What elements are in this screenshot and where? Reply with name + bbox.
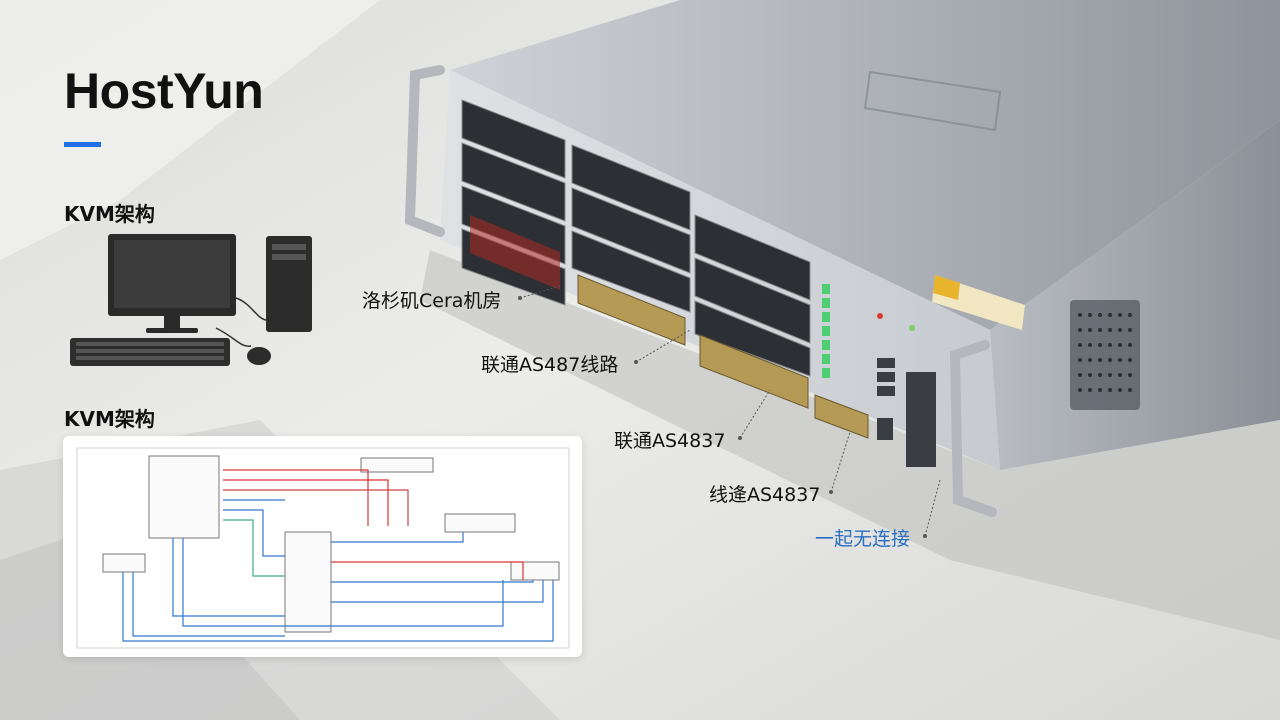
kvm-wiring-diagram	[63, 436, 582, 657]
callout-connection: 一起无连接	[815, 528, 911, 550]
callout-datacenter: 洛杉矶Cera机房	[362, 290, 502, 312]
callout-unicom-as4837: 联通AS4837	[614, 430, 726, 452]
section-label-kvm-2: KVM架构	[64, 407, 155, 431]
desktop-computer-illustration	[70, 234, 312, 366]
brand-title: HostYun	[64, 63, 264, 119]
callout-line-as4837: 线逄AS4837	[709, 484, 821, 506]
callout-unicom-as487: 联通AS487线路	[481, 354, 619, 376]
section-label-kvm-1: KVM架构	[64, 202, 155, 226]
wiring-diagram-graphic	[76, 447, 570, 649]
brand-accent-bar	[64, 142, 101, 147]
